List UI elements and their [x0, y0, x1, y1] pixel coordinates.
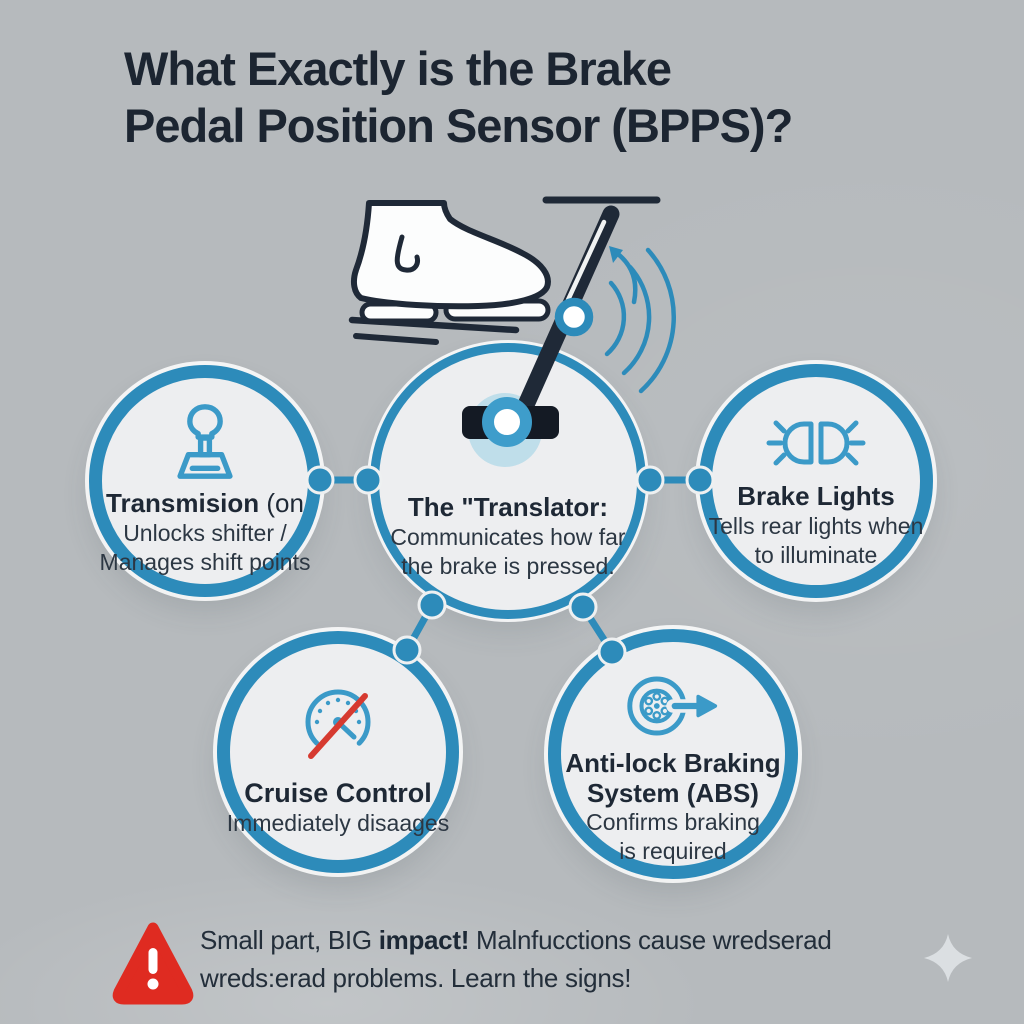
brake-lights-heading: Brake Lights	[737, 481, 895, 511]
footer-warning-text: Small part, BIG impact! Malnfucctions ca…	[200, 921, 832, 997]
footer-seg-2: impact!	[378, 925, 470, 955]
node-transmission: Transmision (on Unlocks shifter / Manage…	[89, 365, 321, 597]
translator-body-1: Communicates how far	[390, 524, 626, 550]
pedal-position-sensor	[462, 397, 559, 447]
page-title: What Exactly is the Brake Pedal Position…	[124, 40, 793, 154]
pivot-joint	[554, 297, 594, 337]
footer-line-2: wreds:erad problems. Learn the signs!	[200, 963, 632, 993]
brake-lights-body-2: to illuminate	[754, 542, 878, 568]
warning-triangle-icon	[112, 922, 194, 1005]
footer-seg-1: Small part, BIG	[200, 925, 379, 955]
translator-text: The "Translator: Communicates how far th…	[379, 492, 637, 581]
sparkle-icon	[924, 934, 972, 982]
connector-dots	[305, 465, 715, 667]
node-abs: Anti-lock Braking System (ABS) Confirms …	[548, 629, 798, 879]
disabled-slash	[308, 693, 368, 759]
brake-lights-body-1: Tells rear lights when	[708, 513, 924, 539]
abs-heading-1: Anti-lock Braking	[565, 748, 781, 778]
translator-heading: The "Translator:	[407, 492, 609, 522]
cruise-heading: Cruise Control	[244, 778, 432, 808]
shoe-icon	[350, 200, 551, 310]
abs-body-1: Confirms braking	[586, 809, 760, 835]
connector-lines	[320, 476, 700, 654]
footer-seg-3: Malnfucctions cause wredserad	[469, 925, 832, 955]
transmission-body-2: Manages shift points	[99, 549, 311, 575]
wheel-arrow-icon	[627, 676, 718, 736]
abs-body-2: is required	[619, 838, 727, 864]
speedometer-disabled-icon	[305, 689, 371, 759]
transmission-body-1: Unlocks shifter /	[123, 520, 287, 546]
gear-shifter-icon	[177, 404, 233, 479]
title-line-1: What Exactly is the Brake	[124, 42, 672, 95]
signal-waves-icon	[604, 247, 676, 394]
transmission-heading-bold: Transmision	[106, 488, 260, 518]
brake-lights-icon	[766, 420, 866, 466]
foot-pedal-illustration	[348, 196, 676, 467]
transmission-heading: Transmision (on	[106, 488, 304, 519]
translator-body-2: the brake is pressed.	[401, 553, 615, 579]
cruise-body-1: Immediately disaages	[226, 810, 450, 836]
transmission-heading-suffix: (on	[259, 488, 304, 518]
pedal-travel-arrow	[609, 246, 638, 305]
title-line-2: Pedal Position Sensor (BPPS)?	[124, 99, 793, 152]
abs-heading-2: System (ABS)	[587, 778, 759, 808]
footer-line-1: Small part, BIG impact! Malnfucctions ca…	[200, 921, 832, 959]
